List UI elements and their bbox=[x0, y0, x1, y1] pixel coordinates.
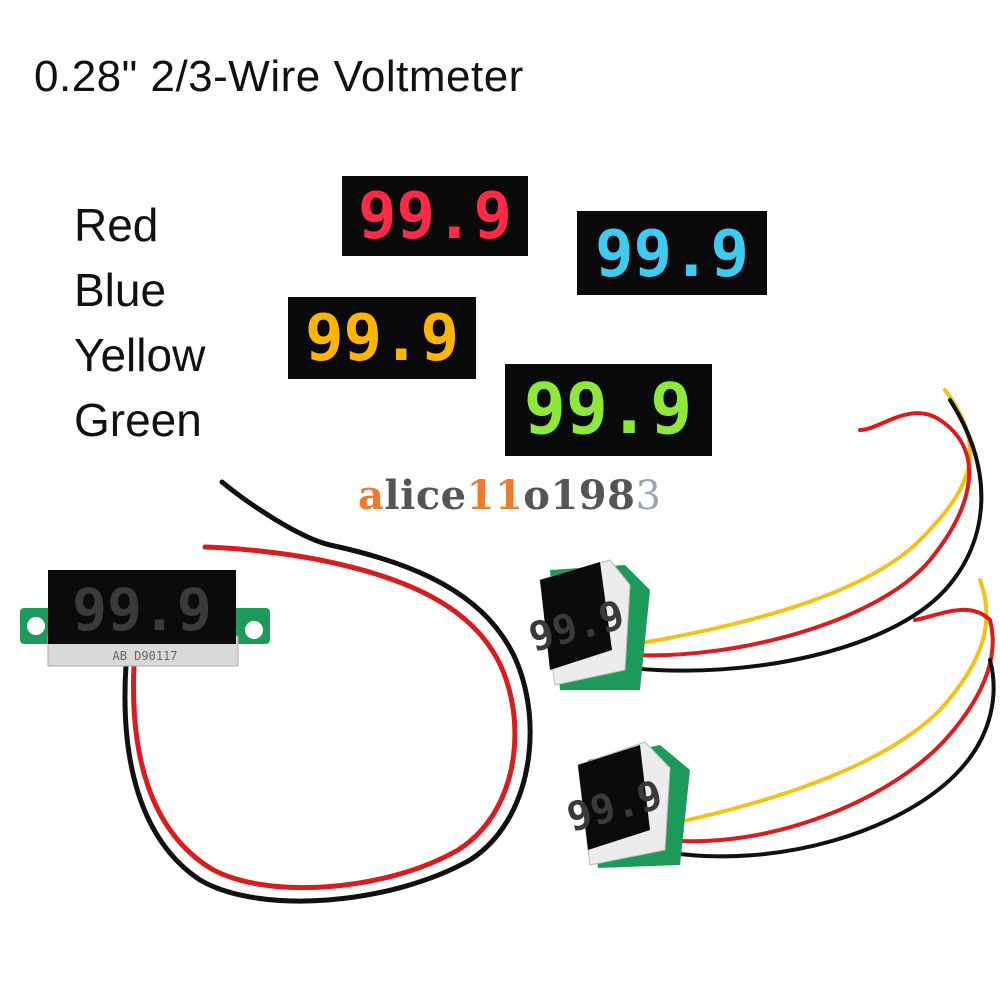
display-sample-red: 99.9 bbox=[342, 176, 528, 256]
two-wire-cable bbox=[122, 479, 533, 904]
three-wire-cable-top bbox=[628, 388, 984, 673]
three-wire-cable-bottom bbox=[663, 578, 996, 859]
color-green: Green bbox=[74, 394, 202, 446]
board-marking: AB D90117 bbox=[112, 649, 177, 663]
color-red: Red bbox=[74, 199, 159, 251]
three-wire-voltmeter-bottom: 99.9 bbox=[562, 741, 690, 868]
two-wire-display-reading: 99.9 bbox=[72, 576, 212, 644]
display-green-reading: 99.9 bbox=[524, 368, 693, 450]
display-red-reading: 99.9 bbox=[358, 180, 512, 254]
display-sample-yellow: 99.9 bbox=[288, 297, 476, 379]
display-sample-blue: 99.9 bbox=[577, 211, 767, 295]
title: 0.28" 2/3-Wire Voltmeter bbox=[34, 52, 524, 101]
display-blue-reading: 99.9 bbox=[595, 218, 749, 292]
color-blue: Blue bbox=[74, 264, 167, 316]
three-wire-voltmeter-top: 99.9 bbox=[524, 559, 650, 690]
seller-watermark: alice11o1983 bbox=[358, 472, 662, 519]
display-yellow-reading: 99.9 bbox=[305, 302, 459, 376]
two-wire-voltmeter: 99.9 AB D90117 bbox=[20, 570, 270, 667]
color-yellow: Yellow bbox=[74, 329, 206, 381]
color-list: Red Blue Yellow Green bbox=[74, 193, 205, 453]
display-sample-green: 99.9 bbox=[505, 364, 712, 456]
